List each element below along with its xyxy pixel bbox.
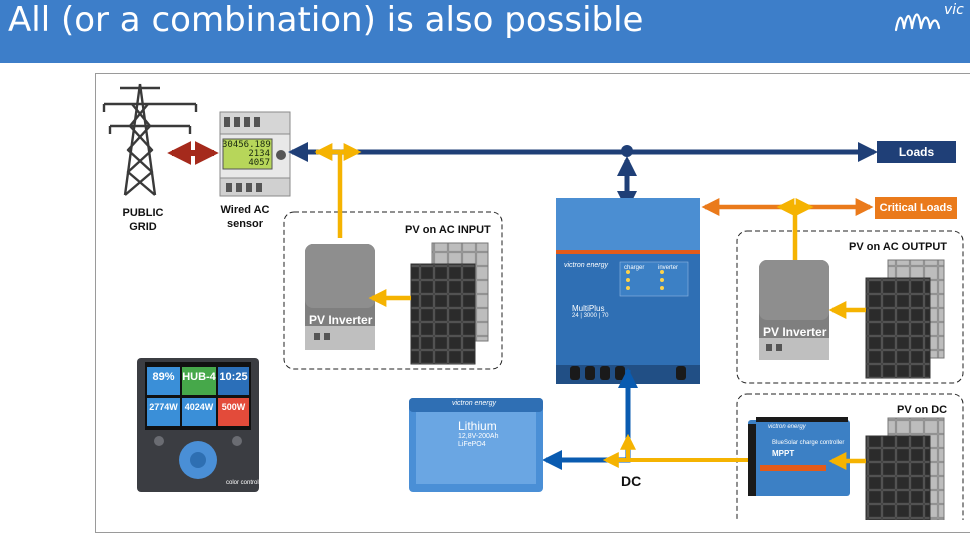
- gx-cell-4: 2774W: [149, 402, 178, 412]
- loads-tag: Loads: [877, 141, 956, 163]
- pv-ac-input-box: [283, 211, 503, 370]
- transmission-tower-icon: [102, 83, 198, 196]
- logo-text: vic: [944, 2, 964, 18]
- battery-name: Lithium: [458, 419, 497, 433]
- multiplus-name: MultiPlus: [572, 304, 605, 313]
- multiplus-charger: charger: [624, 265, 645, 271]
- energy-meter-icon: [219, 111, 291, 197]
- mppt-title: BlueSolar charge controller: [772, 440, 845, 446]
- slide-title: All (or a combination) is also possible: [8, 0, 644, 40]
- pv-inverter-2-label: PV Inverter: [763, 325, 827, 339]
- pv-ac-output-box: [736, 230, 964, 384]
- wired-ac-sensor-label: Wired AC sensor: [220, 204, 270, 230]
- gx-cell-6: 500W: [221, 402, 246, 412]
- solar-panel-icon: [865, 259, 945, 379]
- meter-reading-3: 4057: [248, 158, 270, 168]
- mppt-controller-icon: [748, 417, 850, 496]
- multiplus-inverter: inverter: [658, 265, 679, 271]
- pv-inverter-1-feed: [316, 149, 343, 238]
- victron-logo-icon: [894, 13, 941, 32]
- lithium-battery-icon: [409, 398, 543, 492]
- battery-type: LiFePO4: [458, 441, 486, 448]
- gx-cell-3: 10:25: [219, 371, 248, 383]
- mppt-name: MPPT: [772, 449, 795, 458]
- pv-inverter-1-label: PV Inverter: [309, 313, 373, 327]
- gx-cell-5: 4024W: [184, 402, 214, 412]
- critical-loads-tag: Critical Loads: [875, 197, 957, 219]
- header-bar: All (or a combination) is also possible …: [0, 0, 970, 63]
- meter-reading-2: 2134: [248, 149, 270, 159]
- pv-inverter-icon: [305, 244, 375, 350]
- inverter-charger-icon: [556, 198, 700, 384]
- color-control-gx-icon: [137, 358, 259, 492]
- solar-panel-icon: [410, 242, 489, 365]
- mppt-brand: victron energy: [768, 424, 806, 430]
- battery-spec: 12,8V-200Ah: [458, 433, 499, 440]
- battery-brand: victron energy: [452, 400, 496, 407]
- system-diagram: [102, 83, 964, 520]
- bus-junction: [621, 145, 633, 157]
- multiplus-rating: 24 | 3000 | 70: [572, 313, 609, 319]
- gx-brand: color control: [226, 480, 259, 486]
- pv-dc-title: PV on DC: [897, 404, 948, 416]
- solar-panel-icon: [865, 417, 945, 520]
- pv-inverter-icon: [759, 260, 829, 360]
- gx-cell-1: 89%: [152, 371, 175, 383]
- gx-cell-2: HUB-4: [182, 371, 216, 383]
- pv-ac-output-title: PV on AC OUTPUT: [849, 241, 947, 253]
- public-grid-label: PUBLIC GRID: [122, 207, 164, 233]
- dc-label: DC: [621, 473, 642, 489]
- pv-ac-input-title: PV on AC INPUT: [405, 224, 491, 236]
- meter-reading-1: 30456.189: [222, 140, 271, 150]
- multiplus-brand: victron energy: [564, 262, 608, 269]
- pv-dc-box: [736, 393, 964, 520]
